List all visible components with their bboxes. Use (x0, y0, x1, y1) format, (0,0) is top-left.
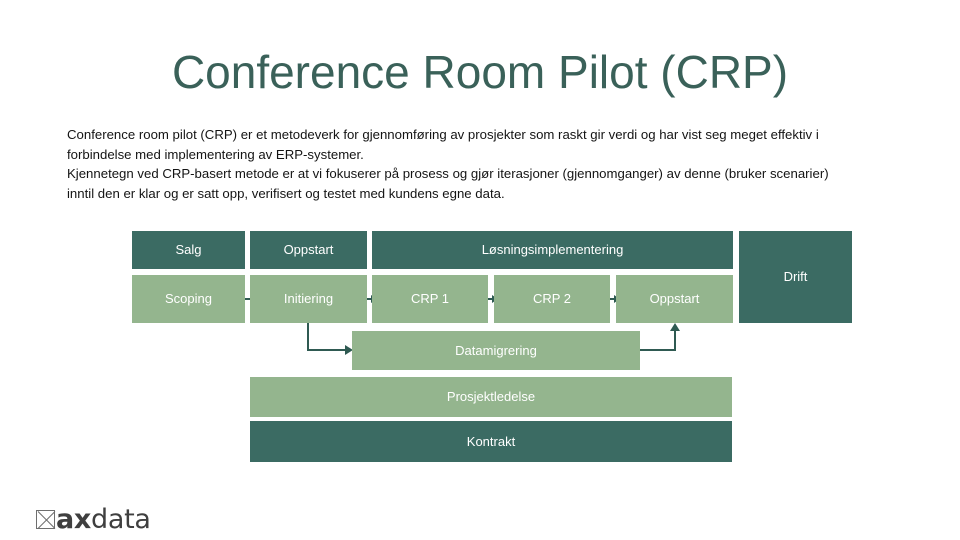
phase-block-oppstart[interactable]: Oppstart (250, 231, 367, 269)
phase-block-oppstart-label: Oppstart (283, 242, 334, 258)
step-block-initiering[interactable]: Initiering (250, 275, 367, 323)
phase-block-salg-label: Salg (175, 242, 202, 258)
broken-image-icon (36, 509, 55, 529)
phase-block-drift-label: Drift (783, 269, 808, 285)
support-bar-kontrakt-label: Kontrakt (466, 433, 516, 449)
step-arrow-stem-4 (610, 298, 616, 300)
logo: axdata (36, 503, 151, 535)
body-paragraph-2: Kjennetegn ved CRP-basert metode er at v… (67, 166, 829, 201)
logo-text-bold: ax (56, 503, 92, 535)
support-bar-datamigrering-label: Datamigrering (455, 342, 537, 358)
step-block-scoping-label: Scoping (165, 291, 212, 307)
logo-text-normal: data (91, 503, 151, 535)
connector-right-vertical (674, 331, 676, 350)
support-bar-prosjektledelse[interactable]: Prosjektledelse (250, 377, 732, 417)
step-block-crp-1-label: CRP 1 (410, 291, 450, 307)
phase-block-salg[interactable]: Salg (132, 231, 245, 269)
page-title: Conference Room Pilot (CRP) (171, 46, 789, 98)
step-block-oppstart-label: Oppstart (649, 291, 700, 307)
logo-text: axdata (56, 506, 151, 533)
body-paragraph-1: Conference room pilot (CRP) er et metode… (67, 127, 819, 162)
step-arrow-stem-3 (488, 298, 494, 300)
phase-block-losningsimplementering-label: Løsningsimplementering (481, 242, 624, 258)
support-bar-kontrakt[interactable]: Kontrakt (250, 421, 732, 462)
phase-block-losningsimplementering[interactable]: Løsningsimplementering (372, 231, 733, 269)
step-block-oppstart[interactable]: Oppstart (616, 275, 733, 323)
support-bar-prosjektledelse-label: Prosjektledelse (446, 389, 536, 405)
step-block-crp-1[interactable]: CRP 1 (372, 275, 488, 323)
body-text: Conference room pilot (CRP) er et metode… (67, 125, 857, 203)
connector-right-horizontal (640, 349, 676, 351)
step-block-initiering-label: Initiering (283, 291, 334, 307)
connector-right-arrow-icon (670, 323, 680, 331)
step-arrow-stem-2 (367, 298, 373, 300)
connector-left-vertical (307, 323, 309, 351)
step-arrow-stem-1 (245, 298, 251, 300)
connector-left-arrow-icon (345, 345, 353, 355)
connector-left-horizontal (307, 349, 347, 351)
step-block-crp-2[interactable]: CRP 2 (494, 275, 610, 323)
phase-block-drift[interactable]: Drift (739, 231, 852, 323)
step-block-crp-2-label: CRP 2 (532, 291, 572, 307)
support-bar-datamigrering[interactable]: Datamigrering (352, 331, 640, 370)
step-block-scoping[interactable]: Scoping (132, 275, 245, 323)
